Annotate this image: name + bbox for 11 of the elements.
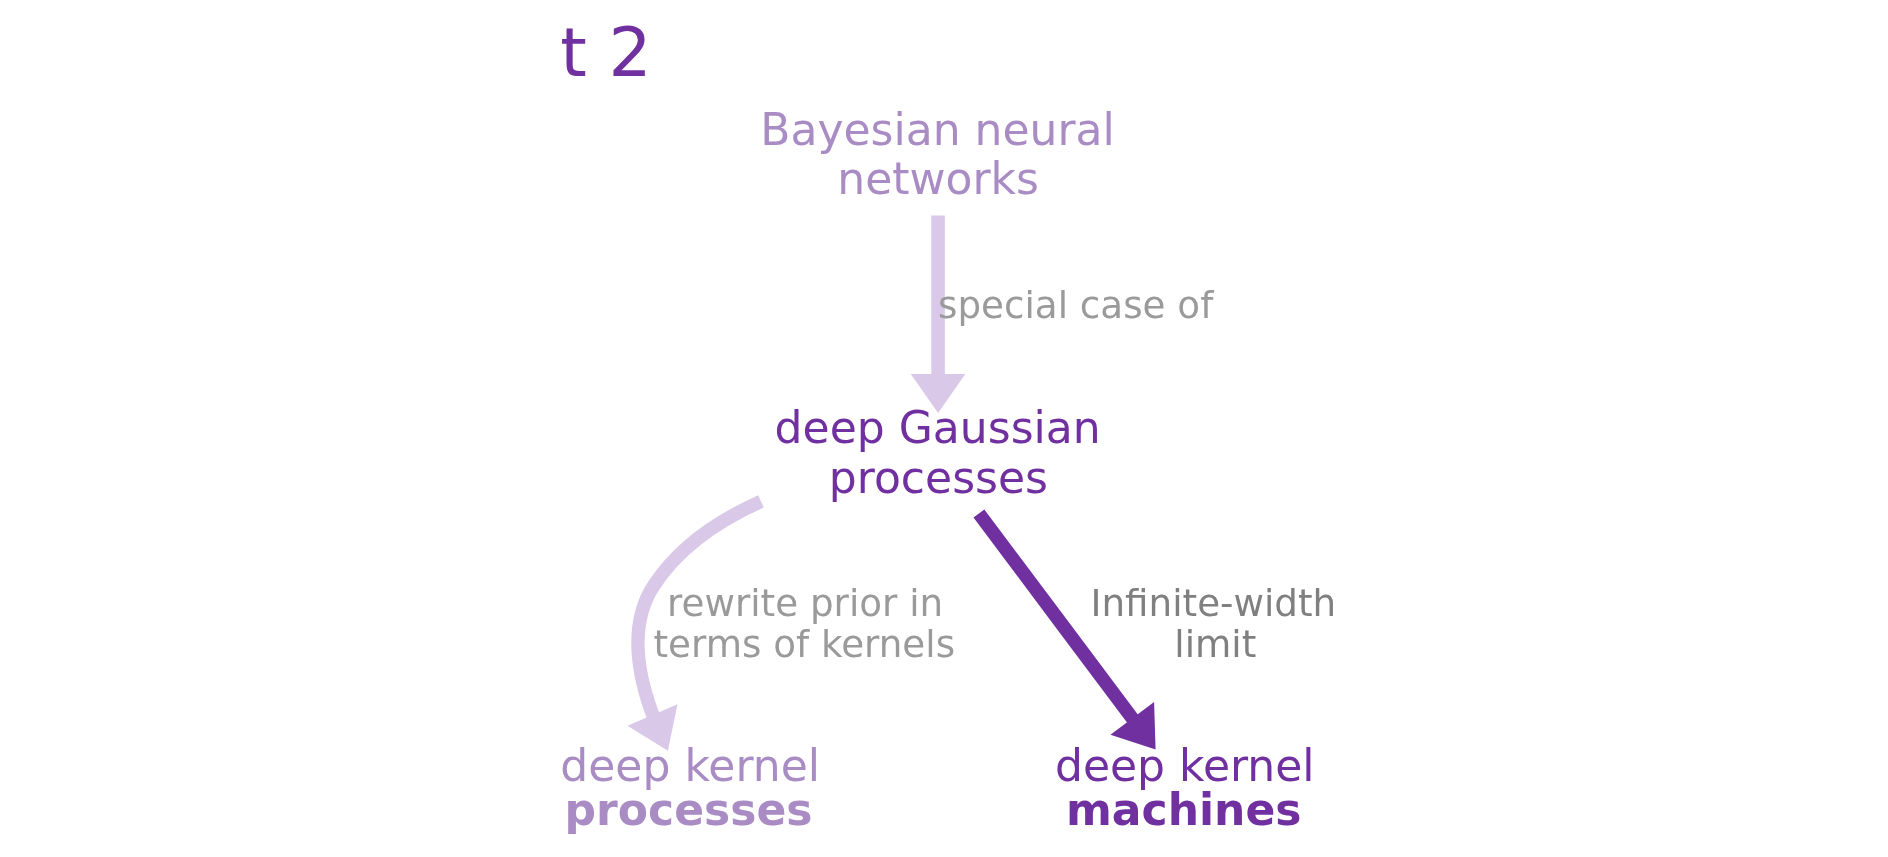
edge-label: rewrite prior in terms of kernels bbox=[653, 580, 956, 666]
edge-label: special case of bbox=[938, 282, 1214, 327]
arrow bbox=[910, 215, 966, 413]
diagram-title: t 2 bbox=[560, 13, 652, 93]
node-text: deep kernel processes bbox=[560, 739, 820, 835]
arrow bbox=[627, 495, 764, 751]
node-text: deep kernel machines bbox=[1054, 739, 1315, 835]
arrow bbox=[973, 509, 1156, 750]
edge-label: Infinite-width limit bbox=[1090, 580, 1337, 666]
node-text: Bayesian neural networks bbox=[760, 104, 1115, 205]
node-text: deep Gaussian processes bbox=[774, 402, 1101, 503]
